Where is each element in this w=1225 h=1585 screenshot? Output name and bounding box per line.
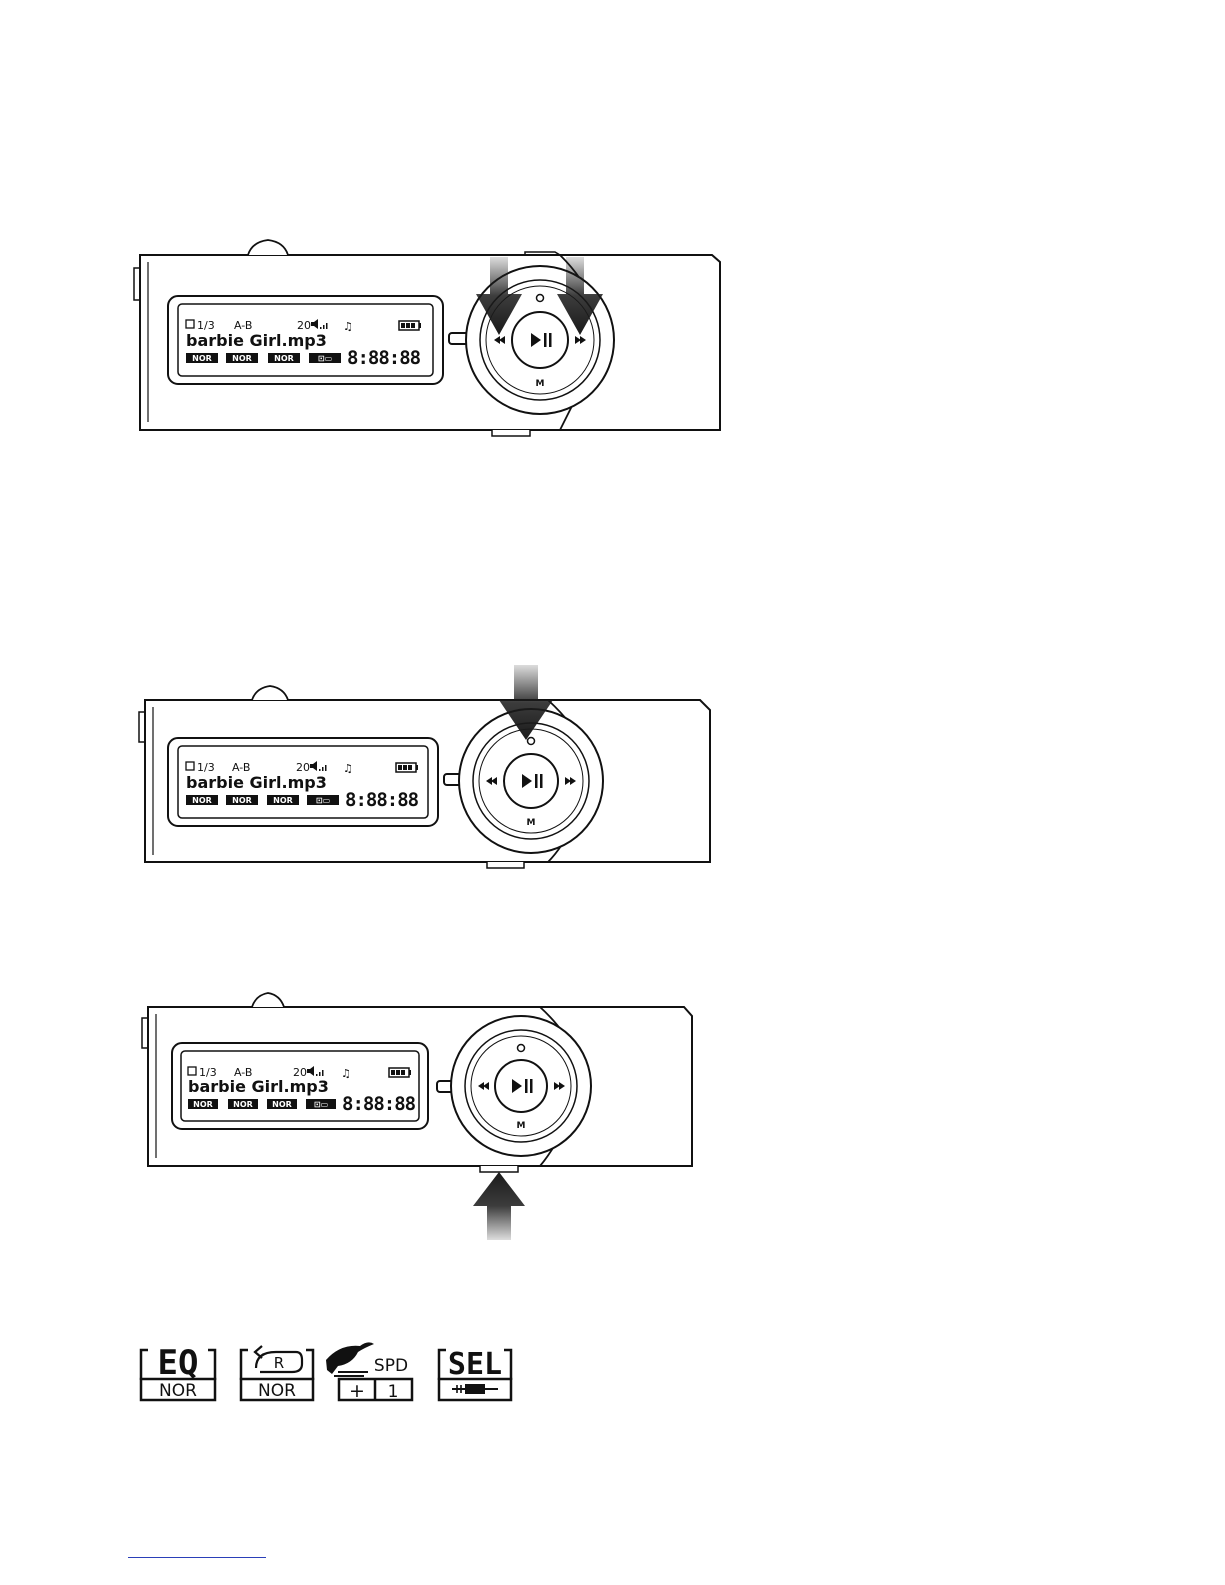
legend-eq-value: NOR [159,1381,197,1401]
lcd-select-tag: ⊡▭ [318,354,332,363]
footnote-separator [128,1557,266,1558]
lcd-time: 8:88:88 [347,347,421,369]
lcd-repeat-tag: NOR [233,1100,253,1109]
lcd-eq-tag: NOR [193,1100,213,1109]
top-button[interactable] [248,240,288,255]
lcd-select-tag: ⊡▭ [314,1100,328,1109]
legend-repeat-value: NOR [258,1381,296,1401]
mode-button[interactable]: M [536,379,545,389]
music-note-icon: ♫ [343,320,353,333]
lcd-filename: barbie Girl.mp3 [188,1077,329,1096]
battery-icon [389,1068,411,1077]
music-note-icon: ♫ [341,1067,351,1080]
lcd-time: 8:88:88 [345,789,419,811]
legend-eq-icon: EQ NOR [141,1343,215,1401]
mp3-player-device-2: M 1/3 A-B 20 ♫ barbie Girl.mp3 NOR NOR N… [139,665,710,868]
legend-speed-label: SPD [374,1356,408,1376]
mp3-player-device-3: M 1/3 A-B 20 ♫ barbie Girl.mp3 NOR NOR N… [142,993,692,1240]
mode-button[interactable]: M [527,818,536,828]
lcd-speed-tag: NOR [273,796,293,805]
folder-icon [186,762,194,770]
mode-button[interactable]: M [517,1121,526,1131]
folder-icon [188,1067,196,1075]
legend-speed-sign: + [349,1380,365,1402]
record-button[interactable] [537,295,544,302]
legend-eq-label: EQ [158,1343,199,1383]
lcd-select-tag: ⊡▭ [316,796,330,805]
lcd-time: 8:88:88 [342,1093,416,1115]
bottom-switch[interactable] [480,1166,518,1172]
battery-icon [399,321,421,330]
bottom-switch[interactable] [487,862,524,868]
lcd-filename: barbie Girl.mp3 [186,331,327,350]
top-button[interactable] [252,686,288,700]
battery-icon [396,763,418,772]
bottom-switch[interactable] [492,430,530,436]
legend-repeat-label: R [274,1354,284,1372]
bird-speed-icon [326,1342,374,1374]
music-note-icon: ♫ [343,762,353,775]
mp3-player-device-1: M 1/3 A-B 20 ♫ barbie Girl.mp3 NOR NOR N… [134,240,720,436]
legend-select-label: SEL [448,1347,502,1382]
folder-icon [186,320,194,328]
lcd-repeat-tag: NOR [232,796,252,805]
lcd-repeat-tag: NOR [232,354,252,363]
record-button[interactable] [518,1045,525,1052]
legend-select-icon: SEL [439,1347,511,1400]
lcd-speed-tag: NOR [272,1100,292,1109]
legend-speed-icon: SPD + 1 [326,1342,412,1402]
lcd-filename: barbie Girl.mp3 [186,773,327,792]
legend-speed-value: 1 [388,1382,399,1402]
press-arrow-bottom-switch [473,1172,525,1240]
lcd-eq-tag: NOR [192,354,212,363]
lcd-speed-tag: NOR [274,354,294,363]
top-button[interactable] [252,993,284,1007]
record-button[interactable] [528,738,535,745]
legend-repeat-icon: R NOR [241,1346,313,1401]
lcd-eq-tag: NOR [192,796,212,805]
